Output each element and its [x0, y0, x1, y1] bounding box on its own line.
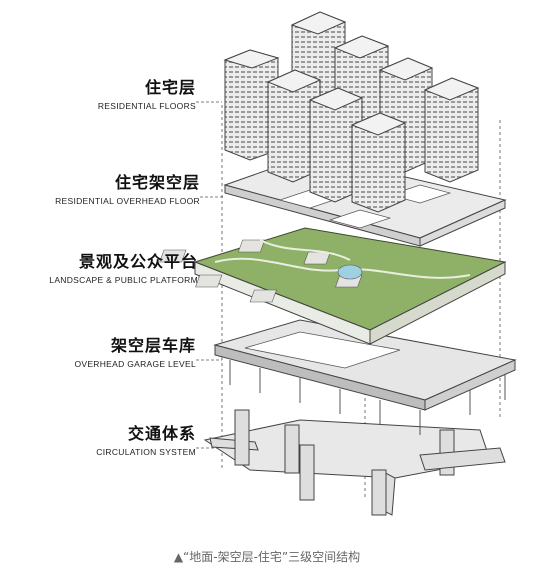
layer-label-zh: 住宅架空层 [114, 173, 200, 192]
garage-layer [213, 319, 517, 435]
circulation-system-layer [203, 409, 506, 516]
residential-towers-layer [223, 11, 480, 213]
tower [223, 49, 280, 161]
layer-label-zh: 景观及公众平台 [78, 252, 198, 271]
layer-label-en: OVERHEAD GARAGE LEVEL [74, 359, 196, 369]
landscape-platform-layer [159, 227, 507, 345]
layer-label-landscape-platform: 景观及公众平台 LANDSCAPE & PUBLIC PLATFORM [22, 252, 198, 286]
layer-label-garage: 架空层车库 OVERHEAD GARAGE LEVEL [36, 336, 196, 370]
tower [350, 112, 407, 213]
layer-label-residential: 住宅层 RESIDENTIAL FLOORS [36, 78, 196, 112]
layer-label-en: LANDSCAPE & PUBLIC PLATFORM [49, 275, 198, 285]
figure-caption: ▲“地面-架空层-住宅”三级空间结构 [173, 550, 361, 564]
tower [266, 69, 322, 183]
tower [308, 87, 364, 203]
tower [423, 77, 480, 183]
layer-label-overhead-floor: 住宅架空层 RESIDENTIAL OVERHEAD FLOOR [40, 173, 200, 207]
layer-label-zh: 架空层车库 [110, 336, 196, 355]
layer-label-en: RESIDENTIAL FLOORS [97, 101, 196, 111]
layer-label-circulation: 交通体系 CIRCULATION SYSTEM [36, 424, 196, 458]
layer-label-en: CIRCULATION SYSTEM [96, 447, 196, 457]
layer-label-zh: 住宅层 [144, 78, 196, 97]
layer-label-en: RESIDENTIAL OVERHEAD FLOOR [55, 196, 200, 206]
layer-label-zh: 交通体系 [127, 424, 196, 443]
